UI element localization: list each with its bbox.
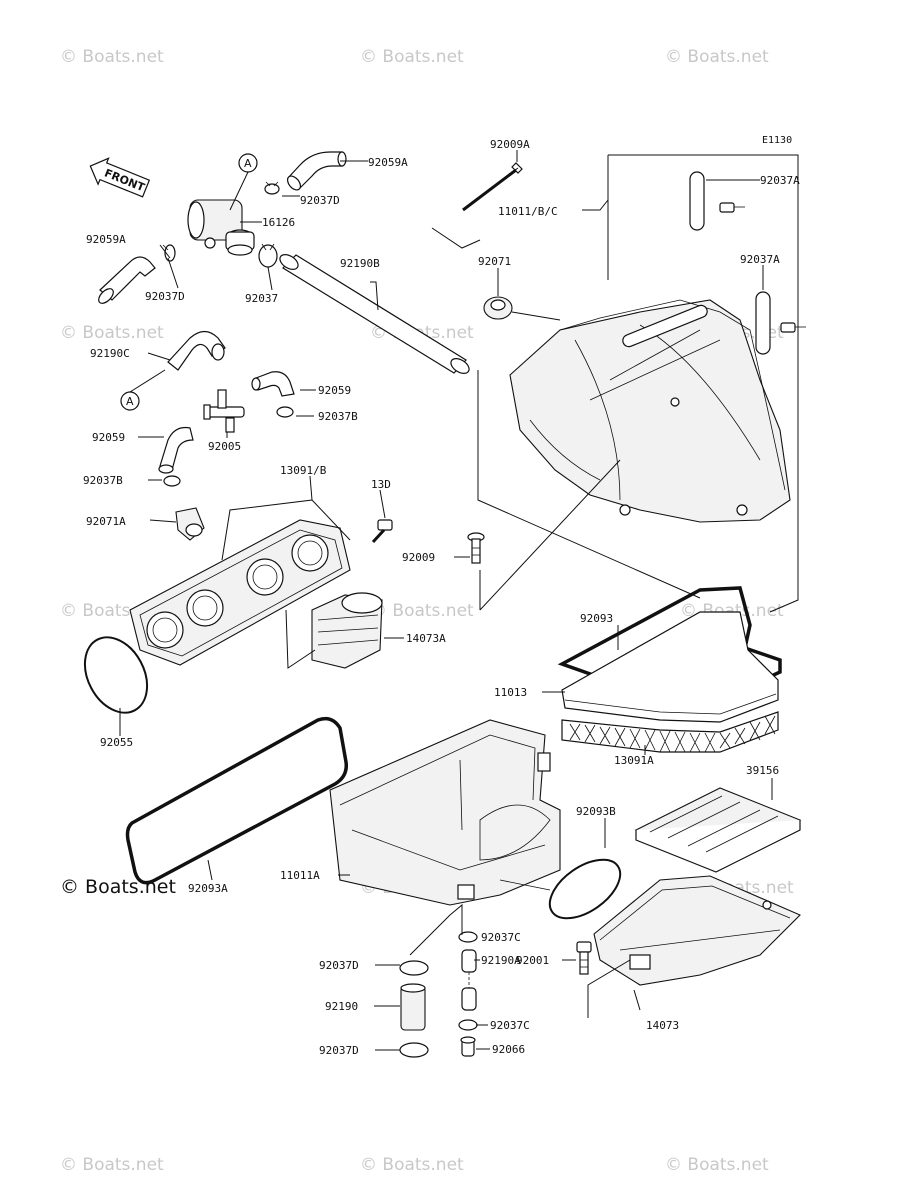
plate-39156 <box>634 787 802 873</box>
label-92001: 92001 <box>516 954 549 967</box>
label-92009: 92009 <box>402 551 435 564</box>
diagram-code: E1130 <box>762 135 792 146</box>
label-92037b: 92037B <box>83 474 123 487</box>
bolt-92009 <box>467 532 485 564</box>
clamp-92037 <box>258 243 278 268</box>
air-cleaner-cover-11011bc <box>509 299 791 523</box>
label-92037: 92037 <box>245 292 278 305</box>
mesh-13091a <box>561 711 779 753</box>
clamp-92037d-left <box>162 244 176 262</box>
clamp-92037c-bottom <box>458 1019 478 1031</box>
watermark-group: © Boats.net © Boats.net © Boats.net © Bo… <box>60 47 794 1175</box>
front-arrow-icon: FRONT <box>89 157 151 198</box>
watermark: © Boats.net <box>370 601 474 621</box>
label-92059a: 92059A <box>86 233 126 246</box>
hose-92190 <box>400 983 426 1031</box>
watermark: © Boats.net <box>60 1155 164 1175</box>
label-92037d: 92037D <box>300 194 340 207</box>
label-92059: 92059 <box>318 384 351 397</box>
label-92190a: 92190A <box>481 954 521 967</box>
tee-fitting-92005 <box>203 389 245 433</box>
label-92005: 92005 <box>208 440 241 453</box>
clamp-92037c-top <box>458 931 478 943</box>
hose-92059-right <box>251 371 295 397</box>
strap-92037a-top <box>689 171 745 231</box>
strap-92037a-bottom <box>755 291 806 355</box>
hose-92190c <box>167 330 226 371</box>
label-92093a: 92093A <box>188 882 228 895</box>
label-16126: 16126 <box>262 216 295 229</box>
label-92190b: 92190B <box>340 257 380 270</box>
watermark: © Boats.net <box>360 47 464 67</box>
hose-elbow-92059a-left <box>98 256 156 304</box>
label-92071: 92071 <box>478 255 511 268</box>
label-92071a: 92071A <box>86 515 126 528</box>
ref-marker-a-bottom: A <box>120 391 140 411</box>
label-92037d: 92037D <box>319 959 359 972</box>
hose-92059-left <box>158 426 194 474</box>
ref-letter: A <box>126 395 134 408</box>
ref-marker-a-top: A <box>238 153 258 173</box>
label-92055: 92055 <box>100 736 133 749</box>
hose-92190a <box>461 949 477 1011</box>
label-11011bc: 11011/B/C <box>498 205 558 218</box>
gasket-92093a <box>125 716 349 885</box>
watermark: © Boats.net <box>60 323 164 343</box>
drain-plug-92066 <box>460 1036 476 1057</box>
air-filter-element-11013 <box>561 611 779 723</box>
clamp-92037b-left <box>163 475 181 487</box>
funnel-14073a <box>311 592 383 669</box>
hose-92190b <box>279 254 470 374</box>
part-labels: 92059A 92037D 16126 92059A 92037D 92037 … <box>83 138 800 1057</box>
leader-lines <box>119 150 773 1051</box>
ref-letter: A <box>244 157 252 170</box>
label-14073a: 14073A <box>406 632 446 645</box>
label-92037a: 92037A <box>740 253 780 266</box>
clamp-92037d-bottom-2 <box>399 1042 429 1058</box>
label-13d: 13D <box>371 478 391 491</box>
label-92093: 92093 <box>580 612 613 625</box>
label-13091a: 13091A <box>614 754 654 767</box>
label-92037d: 92037D <box>145 290 185 303</box>
label-11013: 11013 <box>494 686 527 699</box>
label-92059a: 92059A <box>368 156 408 169</box>
label-92093b: 92093B <box>576 805 616 818</box>
label-92059: 92059 <box>92 431 125 444</box>
label-92190: 92190 <box>325 1000 358 1013</box>
valve-16126 <box>187 199 255 256</box>
label-39156: 39156 <box>746 764 779 777</box>
watermark: © Boats.net <box>60 47 164 67</box>
watermark: © Boats.net <box>360 1155 464 1175</box>
gasket-92093b <box>548 858 622 920</box>
screw-13d <box>371 519 393 544</box>
gasket-92055 <box>83 636 149 714</box>
clamp-92037d-top <box>264 181 280 195</box>
bolt-92009a <box>462 162 523 212</box>
label-14073: 14073 <box>646 1019 679 1032</box>
clamp-92037d-bottom-1 <box>399 960 429 976</box>
tray-14073 <box>593 875 801 986</box>
label-92066: 92066 <box>492 1043 525 1056</box>
label-92037d: 92037D <box>319 1044 359 1057</box>
cover-frame-lines <box>477 154 799 613</box>
label-92190c: 92190C <box>90 347 130 360</box>
label-92037b: 92037B <box>318 410 358 423</box>
grommet-92071a <box>175 507 205 541</box>
throttle-plate-13091b <box>129 519 351 666</box>
bolt-92001 <box>576 941 592 975</box>
label-92037c: 92037C <box>490 1019 530 1032</box>
label-92037a: 92037A <box>760 174 800 187</box>
label-13091b: 13091/B <box>280 464 327 477</box>
watermark: © Boats.net <box>665 1155 769 1175</box>
grommet-92071 <box>483 296 513 320</box>
hose-elbow-92059a-top <box>286 151 347 191</box>
label-92037c: 92037C <box>481 931 521 944</box>
clamp-92037b-right <box>276 406 294 418</box>
air-cleaner-case-11011a <box>329 719 561 906</box>
watermark: © Boats.net <box>665 47 769 67</box>
label-92009a: 92009A <box>490 138 530 151</box>
label-11011a: 11011A <box>280 869 320 882</box>
